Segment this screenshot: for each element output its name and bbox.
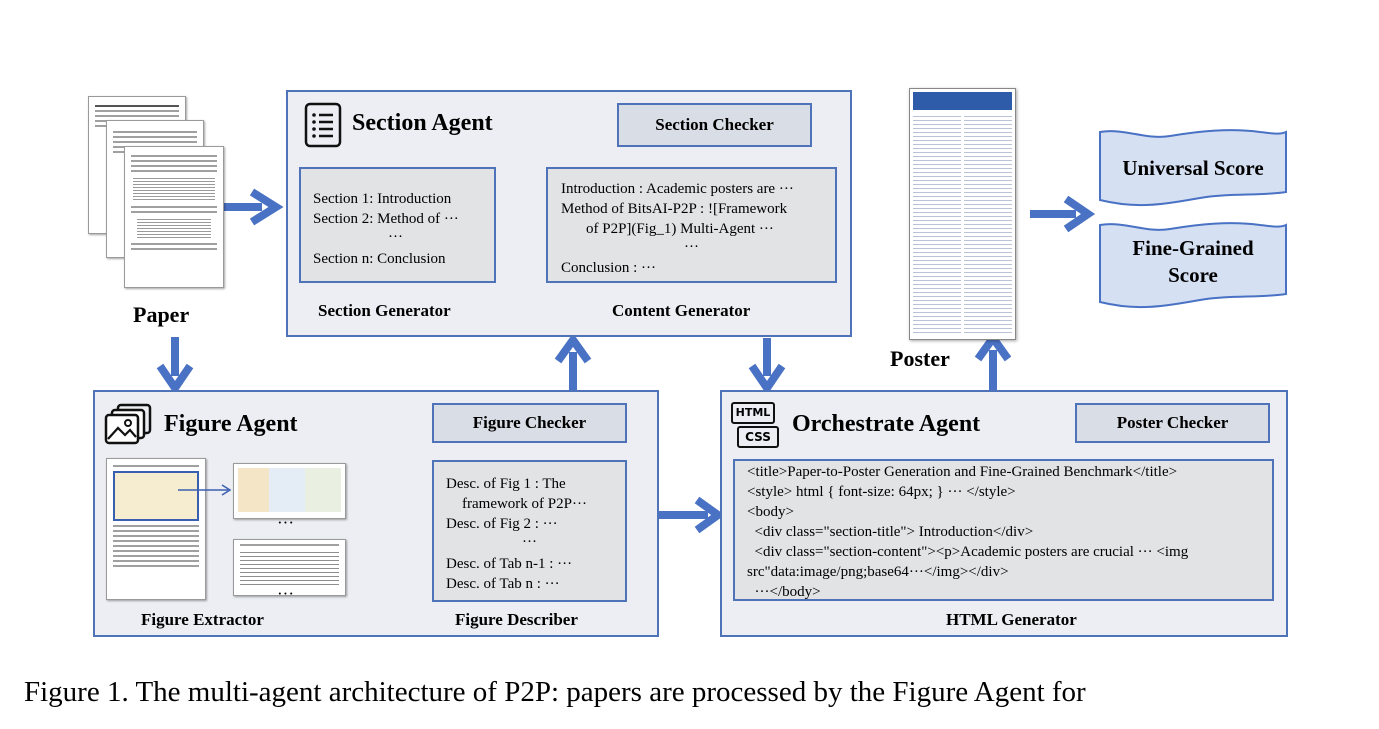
section-gen-line-2: Section 2: Method of ··· bbox=[313, 211, 459, 227]
code-line-2: <style> html { font-size: 64px; } ··· </… bbox=[747, 484, 1016, 500]
extract-pointer-arrow bbox=[178, 484, 232, 496]
poster-thumbnail bbox=[909, 88, 1016, 340]
extractor-paper-page bbox=[106, 458, 206, 600]
figure-describer-box: Desc. of Fig 1 : The framework of P2P···… bbox=[432, 460, 627, 602]
figure-agent-title: Figure Agent bbox=[164, 411, 298, 437]
describer-line-3: Desc. of Fig 2 : ··· bbox=[446, 516, 558, 532]
content-generator-label: Content Generator bbox=[612, 301, 751, 320]
section-agent-title: Section Agent bbox=[352, 110, 493, 136]
document-list-icon bbox=[304, 102, 342, 148]
content-gen-line-4: ··· bbox=[684, 239, 699, 255]
section-generator-box: Section 1: Introduction Section 2: Metho… bbox=[299, 167, 496, 283]
arrow-orchestrate-to-poster bbox=[974, 331, 1012, 390]
arrow-paper-to-section bbox=[222, 188, 284, 226]
describer-line-5: Desc. of Tab n-1 : ··· bbox=[446, 556, 573, 572]
arrow-section-to-orchestrate bbox=[748, 338, 786, 396]
arrow-figure-to-section bbox=[554, 333, 592, 390]
fine-grained-score-label-2: Score bbox=[1168, 263, 1218, 287]
content-generator-box: Introduction : Academic posters are ··· … bbox=[546, 167, 837, 283]
figure-checker-box: Figure Checker bbox=[432, 403, 627, 443]
html-tag-label: HTML bbox=[731, 402, 775, 424]
content-gen-line-1: Introduction : Academic posters are ··· bbox=[561, 181, 794, 197]
section-gen-line-4: Section n: Conclusion bbox=[313, 251, 446, 267]
css-tag-label: CSS bbox=[737, 426, 779, 448]
extracted-figure-thumb bbox=[233, 463, 346, 519]
describer-line-1: Desc. of Fig 1 : The bbox=[446, 476, 566, 492]
poster-checker-box: Poster Checker bbox=[1075, 403, 1270, 443]
poster-label: Poster bbox=[890, 346, 950, 371]
describer-line-4: ··· bbox=[522, 534, 537, 550]
extractor-ellipsis-1: ··· bbox=[277, 513, 294, 532]
fine-grained-score-label-1: Fine-Grained bbox=[1132, 236, 1254, 260]
section-gen-line-3: ··· bbox=[388, 229, 403, 245]
universal-score-label: Universal Score bbox=[1122, 156, 1264, 180]
describer-line-6: Desc. of Tab n : ··· bbox=[446, 576, 560, 592]
code-line-3: <body> bbox=[747, 504, 794, 520]
figure-describer-label: Figure Describer bbox=[455, 610, 578, 629]
arrow-figure-to-orchestrate bbox=[657, 496, 725, 534]
figure-extractor-label: Figure Extractor bbox=[141, 610, 264, 629]
images-gallery-icon bbox=[104, 403, 152, 445]
arrow-paper-to-figure bbox=[156, 337, 194, 396]
paper-page-3 bbox=[124, 146, 224, 288]
orchestrate-agent-title: Orchestrate Agent bbox=[792, 411, 981, 437]
code-line-4: <div class="section-title"> Introduction… bbox=[747, 524, 1034, 540]
figure-caption: Figure 1. The multi-agent architecture o… bbox=[24, 676, 1086, 708]
code-line-6: src"data:image/png;base64···</img></div> bbox=[747, 564, 1009, 580]
describer-line-2: framework of P2P··· bbox=[462, 496, 587, 512]
paper-label: Paper bbox=[133, 302, 190, 327]
html-generator-box: <title>Paper-to-Poster Generation and Fi… bbox=[733, 459, 1274, 601]
arrow-poster-to-scores bbox=[1030, 195, 1096, 233]
code-line-5: <div class="section-content"><p>Academic… bbox=[747, 544, 1189, 560]
content-gen-line-2: Method of BitsAI-P2P : ![Framework bbox=[561, 201, 788, 217]
content-gen-line-3: of P2P](Fig_1) Multi-Agent ··· bbox=[586, 221, 774, 237]
section-gen-line-1: Section 1: Introduction bbox=[313, 191, 452, 207]
section-generator-label: Section Generator bbox=[318, 301, 451, 320]
extractor-ellipsis-2: ··· bbox=[277, 584, 294, 603]
html-css-icon: HTML CSS bbox=[731, 402, 779, 448]
universal-score-shape bbox=[1099, 129, 1287, 207]
content-gen-line-5: Conclusion : ··· bbox=[561, 260, 656, 276]
html-generator-label: HTML Generator bbox=[946, 610, 1077, 629]
fine-grained-score-shape bbox=[1099, 222, 1287, 309]
code-line-1: <title>Paper-to-Poster Generation and Fi… bbox=[747, 464, 1178, 480]
extracted-table-thumb bbox=[233, 539, 346, 596]
section-checker-box: Section Checker bbox=[617, 103, 812, 147]
code-line-7: ···</body> bbox=[747, 584, 821, 600]
